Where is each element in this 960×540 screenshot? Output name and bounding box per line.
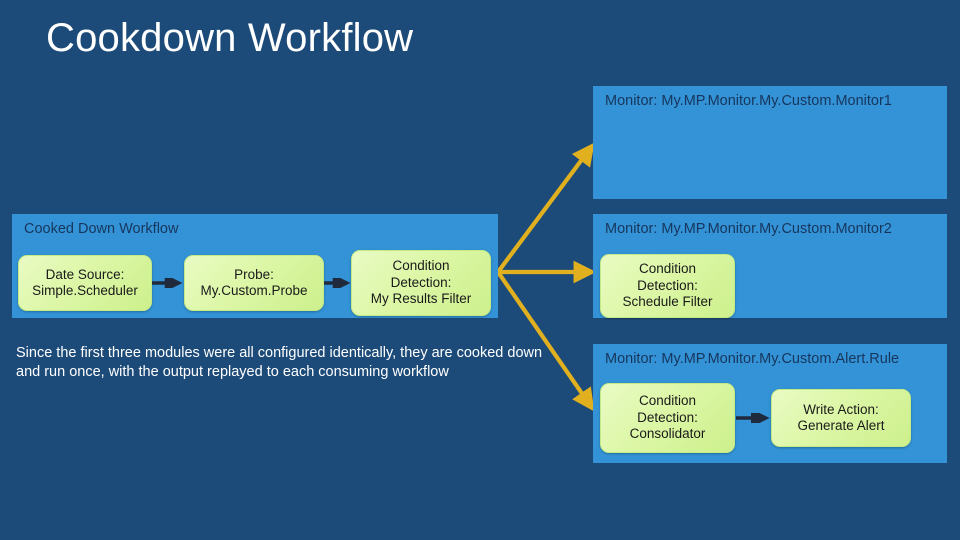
module-label-data-source: Date Source: Simple.Scheduler <box>32 266 138 298</box>
module-label-condition-detection-results-filter: Condition Detection: My Results Filter <box>370 258 472 307</box>
module-box-data-source[interactable]: Date Source: Simple.Scheduler <box>18 255 152 311</box>
module-box-condition-detection-consolidator[interactable]: Condition Detection: Consolidator <box>600 383 735 453</box>
module-label-write-action-generate-alert: Write Action: Generate Alert <box>797 401 885 433</box>
module-label-condition-detection-schedule-filter: Condition Detection: Schedule Filter <box>622 261 713 310</box>
arrow-probe-to-condition-detection <box>324 278 351 288</box>
arrow-data-source-to-probe <box>152 278 183 288</box>
module-box-condition-detection-schedule-filter[interactable]: Condition Detection: Schedule Filter <box>600 254 735 318</box>
page-title: Cookdown Workflow <box>46 16 414 60</box>
module-label-probe: Probe: My.Custom.Probe <box>200 266 308 298</box>
panel-label-monitor2: Monitor: My.MP.Monitor.My.Custom.Monitor… <box>605 221 892 237</box>
panel-label-cooked-down-workflow: Cooked Down Workflow <box>24 221 179 237</box>
arrow-fanout-alert-rule <box>496 270 595 412</box>
panel-monitor1: Monitor: My.MP.Monitor.My.Custom.Monitor… <box>593 86 947 199</box>
panel-label-alert-rule: Monitor: My.MP.Monitor.My.Custom.Alert.R… <box>605 351 900 367</box>
explanatory-caption: Since the first three modules were all c… <box>16 345 543 380</box>
module-box-write-action-generate-alert[interactable]: Write Action: Generate Alert <box>771 389 911 447</box>
panel-label-monitor1: Monitor: My.MP.Monitor.My.Custom.Monitor… <box>605 93 892 109</box>
module-box-condition-detection-results-filter[interactable]: Condition Detection: My Results Filter <box>351 250 491 316</box>
arrow-consolidator-to-write-action <box>736 413 770 423</box>
module-box-probe[interactable]: Probe: My.Custom.Probe <box>184 255 324 311</box>
module-label-condition-detection-consolidator: Condition Detection: Consolidator <box>629 393 706 442</box>
arrow-fanout-monitor1 <box>496 142 595 274</box>
